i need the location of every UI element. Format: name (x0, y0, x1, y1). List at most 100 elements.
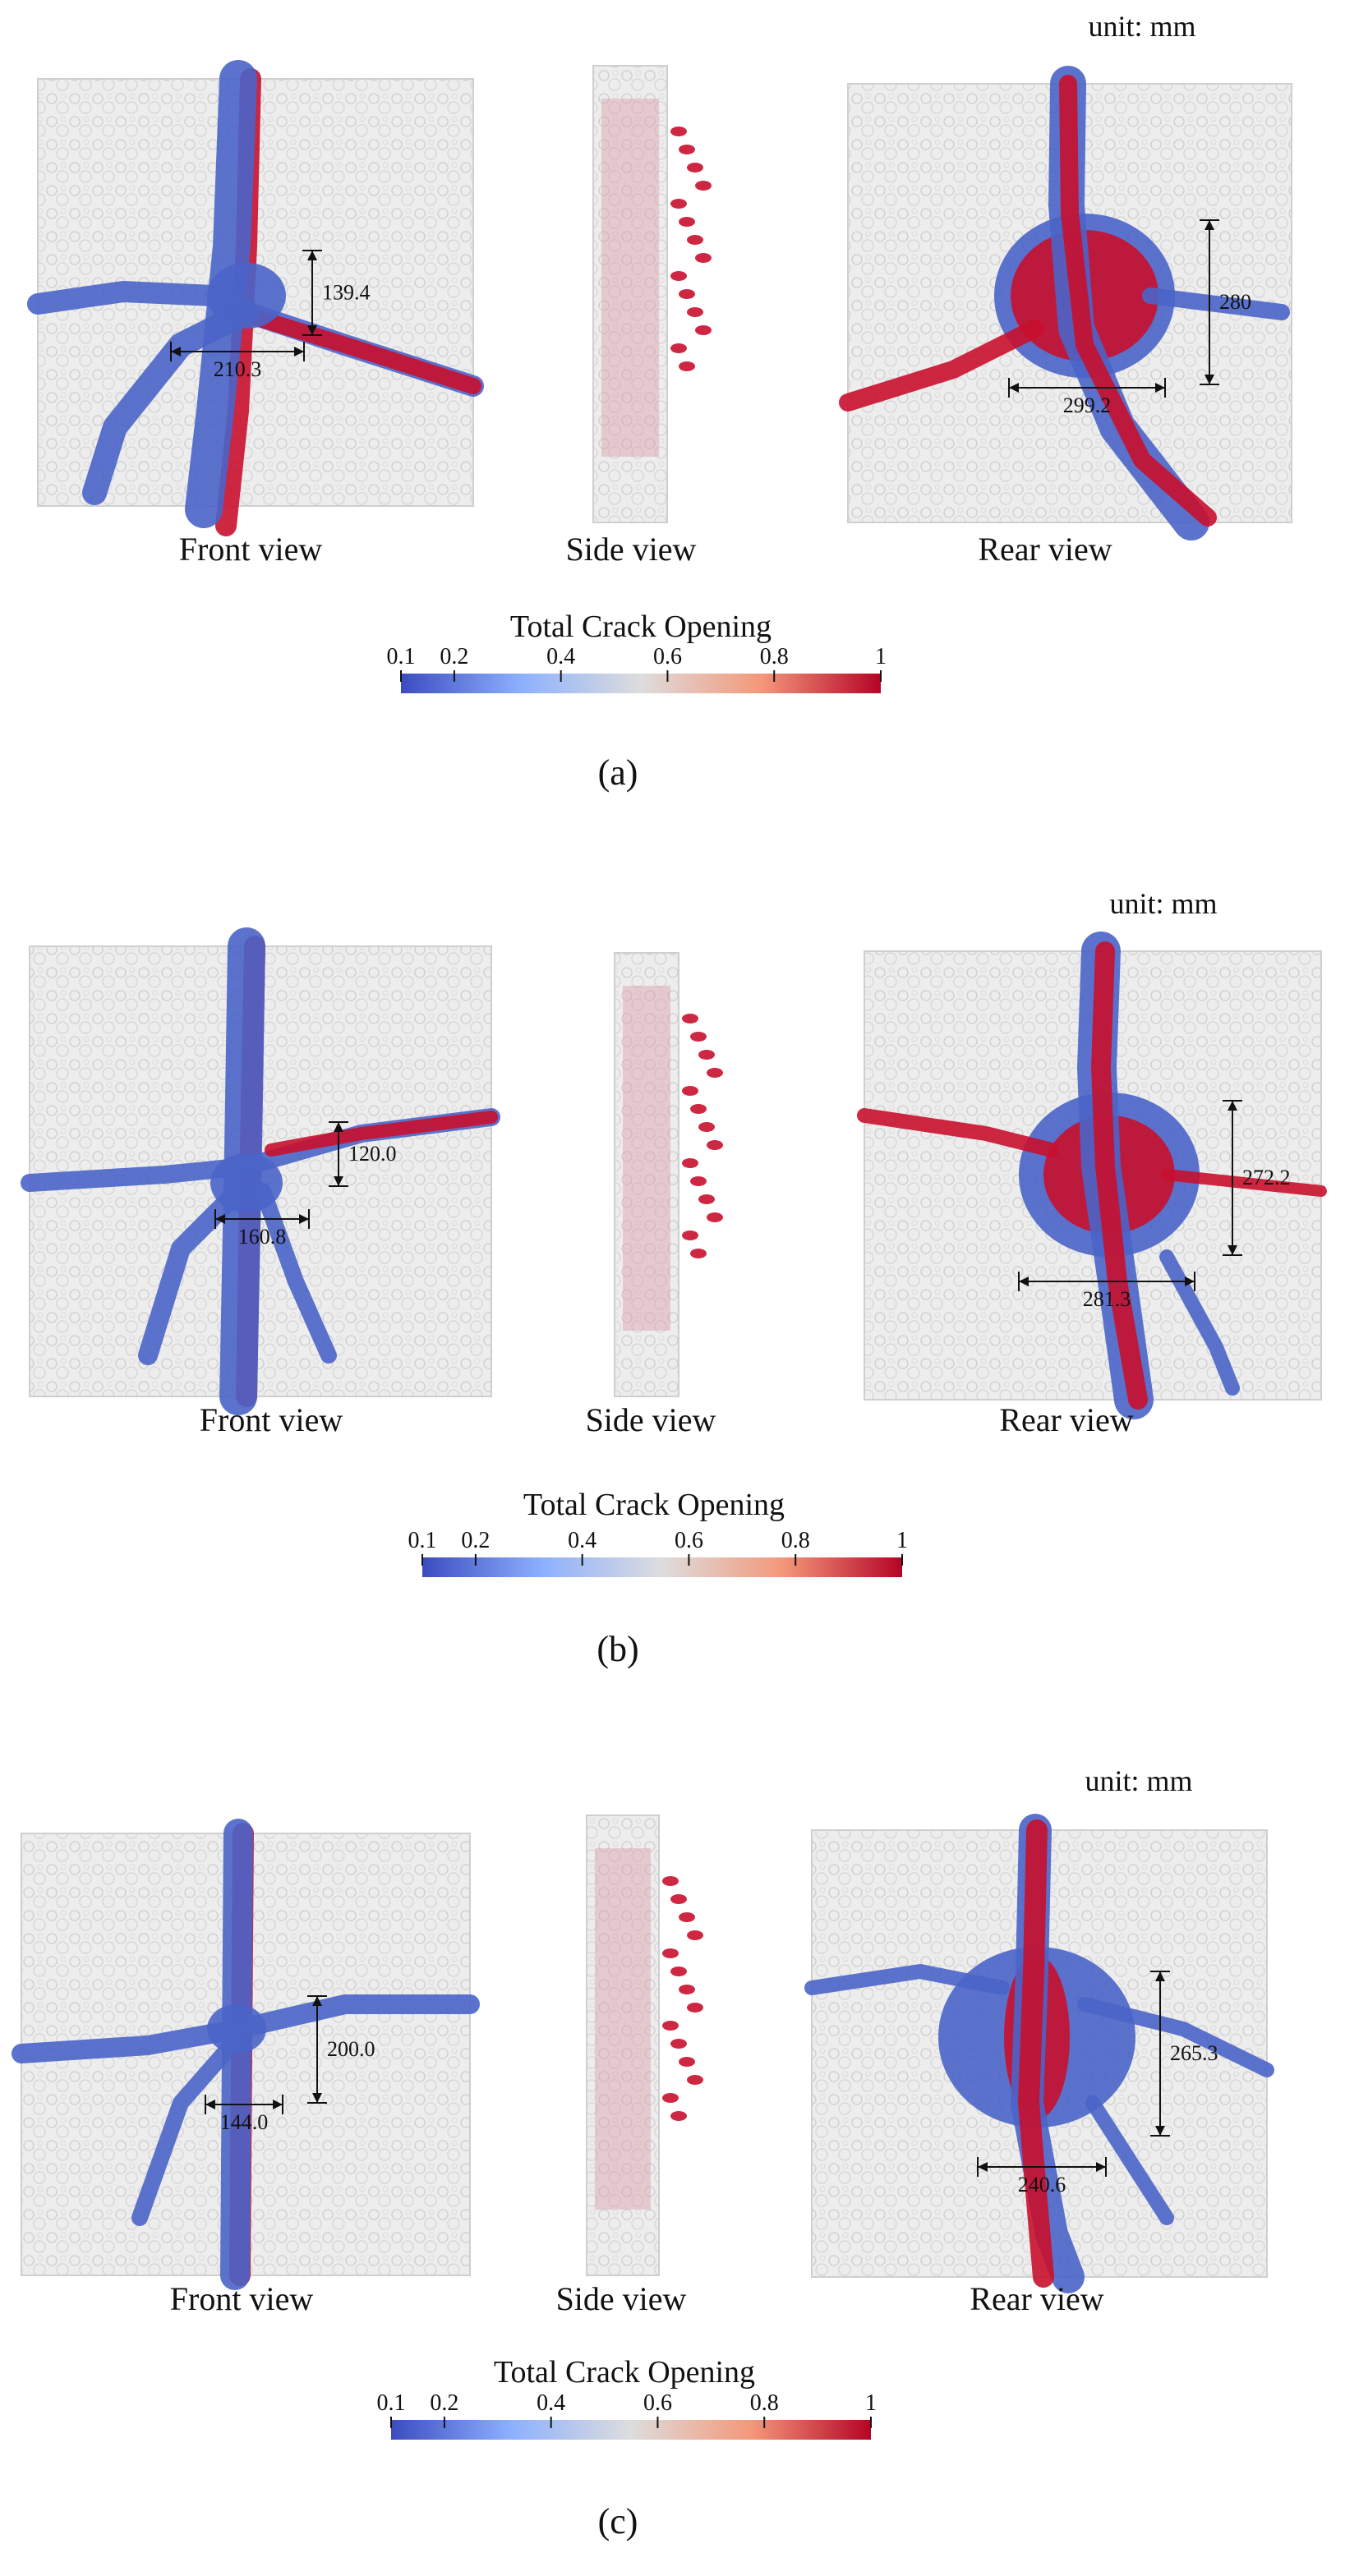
colorbar-tick-label: 0.8 (781, 1528, 810, 1553)
colorbar-title: Total Crack Opening (510, 610, 772, 644)
colorbar-tick-label: 1 (896, 1528, 908, 1553)
unit-label: unit: mm (1088, 10, 1195, 43)
rear-crack (1091, 941, 1148, 1410)
colorbar-tick-label: 1 (865, 2390, 877, 2416)
rear-crack (857, 1108, 1059, 1157)
front-crack (138, 1181, 248, 1365)
colorbar-tick-label: 0.2 (440, 644, 468, 669)
front-crack-core (210, 1153, 283, 1212)
rear-crack (1142, 288, 1290, 320)
side-crack-fragment (670, 1966, 687, 1976)
side-crack-fragment (707, 1212, 723, 1222)
panel-a: 139.4 210.3 280 299.2 unit: mm Front view Side… (27, 10, 1292, 793)
rear-dimension-vertical-label: 280 (1219, 290, 1251, 314)
side-crack-fragment (698, 1122, 715, 1132)
front-crack-core (207, 2004, 266, 2054)
panel-caption: (a) (598, 752, 638, 793)
colorbar-tick-label: 0.4 (546, 644, 575, 669)
rear-crack (1085, 2095, 1174, 2225)
side-crack-fragment (690, 1032, 707, 1042)
front-view-label: Front view (179, 531, 323, 568)
rear-dimension-vertical-label: 272.2 (1242, 1166, 1291, 1189)
unit-label: unit: mm (1109, 887, 1217, 920)
side-crack-fragment (679, 361, 695, 371)
side-crack-fragment (695, 325, 712, 335)
colorbar-tick-label: 0.1 (408, 1528, 437, 1553)
front-crack (220, 1819, 253, 2290)
rear-crack (1059, 75, 1217, 527)
colorbar-tick-label: 0.6 (675, 1528, 703, 1553)
side-crack-fragment (682, 1158, 698, 1168)
rear-view-label: Rear view (978, 531, 1112, 568)
side-crack-fragment (687, 2003, 703, 2012)
side-crack-fragment (670, 199, 687, 209)
side-crack-fragment (670, 2039, 687, 2049)
colorbar-tick-label: 0.8 (750, 2390, 779, 2416)
front-crack (255, 1183, 337, 1364)
side-crack-fragment (682, 1086, 698, 1096)
colorbar (401, 674, 881, 693)
rear-crack (804, 1964, 1010, 1995)
side-crack-band (601, 99, 659, 457)
side-crack-fragment (679, 145, 695, 154)
side-crack-fragment (670, 343, 687, 353)
front-dimension-horizontal-label: 144.0 (220, 2110, 269, 2134)
rear-dimension-horizontal-label: 299.2 (1063, 393, 1112, 417)
side-crack-band (623, 986, 670, 1331)
rear-crack (1077, 1997, 1274, 2077)
colorbar (391, 2420, 871, 2440)
side-crack-fragment (670, 271, 687, 281)
rear-crack (1159, 1249, 1240, 1396)
side-crack-fragment (687, 1930, 703, 1940)
side-view-label: Side view (566, 531, 697, 568)
side-crack-fragment (690, 1104, 707, 1114)
front-crack (265, 1111, 498, 1157)
side-crack-fragment (670, 126, 687, 136)
rear-dimension-horizontal-label: 281.3 (1083, 1287, 1131, 1311)
side-crack-fragment (707, 1140, 723, 1150)
side-crack-fragment (679, 289, 695, 299)
front-view-label: Front view (170, 2280, 314, 2317)
side-crack-fragment (679, 1912, 695, 1922)
rear-dimension-vertical-label: 265.3 (1170, 2041, 1218, 2065)
front-crack (230, 304, 481, 394)
side-crack-fragment (662, 2021, 679, 2031)
colorbar-tick-label: 0.6 (653, 644, 682, 669)
front-view-label: Front view (200, 1401, 343, 1438)
colorbar-title: Total Crack Opening (523, 1488, 785, 1522)
colorbar-tick-label: 0.4 (568, 1528, 596, 1553)
side-view-label: Side view (586, 1401, 716, 1438)
front-dimension-vertical-label: 120.0 (348, 1142, 397, 1166)
panel-caption: (c) (598, 2501, 638, 2542)
side-crack-fragment (690, 1176, 707, 1186)
side-view-specimen (614, 952, 679, 1397)
colorbar-tick-label: 0.2 (430, 2390, 458, 2416)
colorbar (422, 1557, 902, 1577)
panel-b: 120.0 160.8 272.2 281.3 unit: mm Front view Si… (21, 887, 1327, 1669)
side-crack-fragment (687, 2075, 703, 2085)
rear-crack (1161, 1169, 1327, 1197)
front-crack (131, 2029, 246, 2226)
colorbar-tick-label: 0.1 (387, 644, 416, 669)
rear-crack (839, 320, 1044, 412)
rear-dimension-horizontal-label: 240.6 (1018, 2173, 1066, 2196)
side-crack-fragment (670, 1894, 687, 1904)
front-crack (219, 927, 265, 1415)
side-crack-fragment (690, 1249, 707, 1258)
side-crack-fragment (662, 2093, 679, 2103)
side-crack-fragment (662, 1948, 679, 1958)
unit-label: unit: mm (1085, 1764, 1192, 1797)
side-crack-fragment (707, 1068, 723, 1078)
front-crack (82, 300, 259, 505)
side-crack-fragment (687, 307, 703, 317)
rear-view-label: Rear view (999, 1401, 1133, 1438)
side-crack-fragment (698, 1194, 715, 1204)
front-dimension-vertical-label: 139.4 (322, 281, 371, 305)
front-dimension-horizontal-label: 160.8 (238, 1225, 287, 1249)
rear-view-label: Rear view (970, 2280, 1103, 2317)
front-dimension-horizontal-label: 210.3 (214, 357, 262, 381)
side-crack-fragment (695, 181, 712, 191)
side-crack-fragment (679, 1985, 695, 1994)
